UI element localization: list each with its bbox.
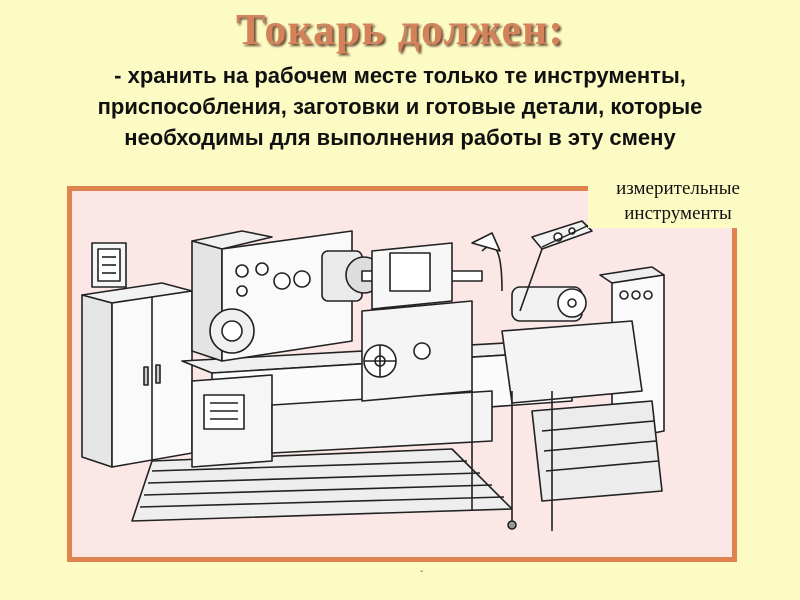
carriage [361, 242, 473, 402]
headstock [191, 230, 353, 362]
tailstock [511, 286, 587, 322]
callout-line-1: измерительные [616, 178, 740, 199]
rule-text: - хранить на рабочем месте только те инс… [40, 60, 760, 153]
slide-title: Токарь должен: [235, 5, 564, 54]
chip-tray [501, 320, 663, 502]
rule-line-1: - хранить на рабочем месте только те инс… [114, 63, 686, 88]
tool-cabinet [81, 282, 193, 468]
rule-line-2: приспособления, заготовки и готовые дета… [97, 94, 703, 119]
callout-label: измерительные инструменты [588, 174, 768, 228]
lathe-illustration [81, 218, 665, 531]
wall-plaque [91, 242, 127, 288]
footer-mark: - [420, 566, 424, 577]
guard-rails [471, 391, 553, 531]
floor-grate [131, 448, 513, 522]
callout-line-2: инструменты [624, 203, 732, 224]
work-lamp [471, 232, 503, 292]
measuring-instruments-stand [519, 220, 593, 312]
lathe-illustration-frame [67, 186, 737, 562]
rule-line-3: необходимы для выполнения работы в эту с… [124, 125, 676, 150]
